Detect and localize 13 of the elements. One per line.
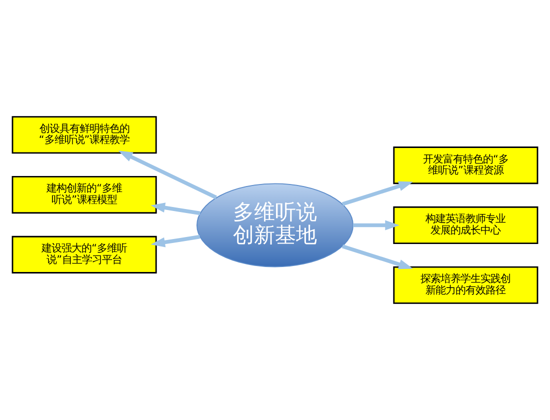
arrow <box>150 234 200 248</box>
node-box: 探索培养学生实践创新能力的有效路径 <box>393 266 538 304</box>
node-box: 构建英语教师专业发展的成长中心 <box>393 206 538 244</box>
arrow <box>342 244 414 270</box>
node-box: 创设具有鲜明特色的“多维听说”课程教学 <box>12 116 157 154</box>
node-box: 建设强大的“多维听说”自主学习平台 <box>12 236 157 274</box>
arrow <box>118 150 217 200</box>
arrow <box>150 202 200 216</box>
node-box: 开发富有特色的“多维听说”课程资源 <box>393 146 538 184</box>
arrow <box>342 181 414 206</box>
arrow <box>353 220 400 230</box>
node-ellipse: 多维听说创新基地 <box>196 183 354 268</box>
node-box: 建构创新的“多维听说”课程模型 <box>12 176 157 214</box>
